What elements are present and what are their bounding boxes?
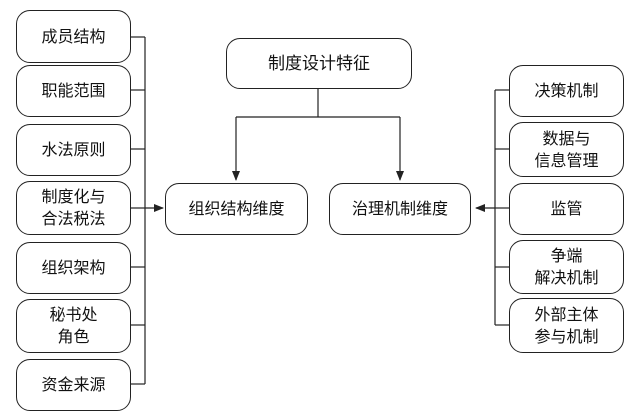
left-item-secretariat-role: 秘书处 角色 xyxy=(16,299,131,353)
right-item-external-participation: 外部主体 参与机制 xyxy=(509,298,624,353)
right-item-dispute-resolution: 争端 解决机制 xyxy=(509,240,624,294)
node-organization-dimension: 组织结构维度 xyxy=(165,183,308,235)
connector-left-bracket xyxy=(130,36,164,385)
right-item-supervision: 监管 xyxy=(509,183,624,235)
left-item-water-law-principles: 水法原则 xyxy=(16,124,131,176)
connector-top xyxy=(232,89,404,181)
left-item-institutionalization: 制度化与 合法税法 xyxy=(16,181,131,235)
right-item-data-info-management: 数据与 信息管理 xyxy=(509,122,624,177)
node-governance-dimension: 治理机制维度 xyxy=(329,183,471,235)
left-item-member-structure: 成员结构 xyxy=(16,10,131,63)
node-design-features: 制度设计特征 xyxy=(226,38,412,89)
left-item-function-scope: 职能范围 xyxy=(16,65,131,117)
left-item-org-architecture: 组织架构 xyxy=(16,242,131,294)
right-item-decision-mechanism: 决策机制 xyxy=(509,65,624,117)
left-item-funding-source: 资金来源 xyxy=(16,359,131,411)
connector-right-bracket xyxy=(475,89,510,326)
